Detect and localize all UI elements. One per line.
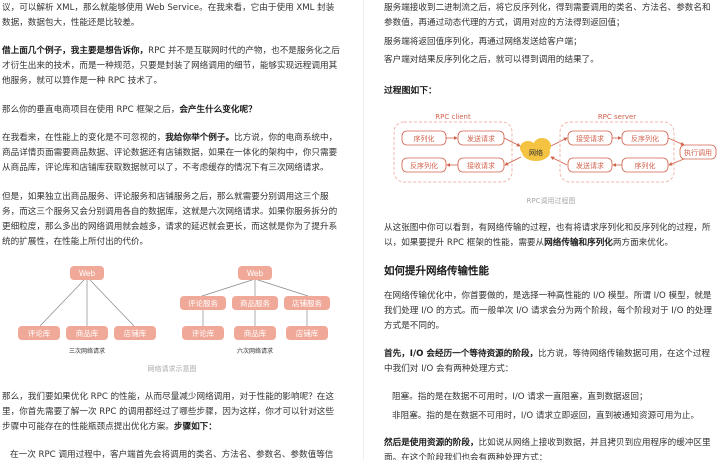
right-db-box-1 bbox=[182, 326, 224, 340]
right-paragraph-4: 从这张图中你可以看到，有网络传输的过程，也有将请求序列化和反序列化的过程，所以，… bbox=[384, 223, 711, 248]
server-box-send-label: 发送请求 bbox=[576, 161, 604, 170]
client-box-deserialize-label: 反序列化 bbox=[410, 161, 438, 170]
left-db-box-3 bbox=[114, 326, 156, 340]
six-request-label: 六次网络请求 bbox=[237, 347, 273, 355]
three-request-diagram: Web 评论库 商品库 店铺库 三次网络请求 bbox=[18, 266, 156, 355]
web-label-left: Web bbox=[79, 269, 96, 278]
client-label: RPC client bbox=[435, 113, 471, 121]
right-paragraph-8: 非阻塞。指的是在数据不可用时，I/O 请求立即返回，直到被通知资源可用为止。 bbox=[392, 411, 700, 421]
left-db-box-1 bbox=[18, 326, 60, 340]
right-db-label-3: 店铺库 bbox=[296, 328, 319, 338]
column-divider bbox=[363, 0, 364, 460]
web-box-right bbox=[238, 266, 272, 280]
left-db-box-2 bbox=[66, 326, 108, 340]
left-db-label-2: 商品库 bbox=[76, 328, 99, 338]
right-paragraph-3: 客户端对结果反序列化之后，就可以得到调用的结果了。 bbox=[384, 55, 599, 65]
right-paragraph-9: 然后是使用资源的阶段，比如说从网络上接收到数据，并且拷贝到应用程序的缓冲区里面。… bbox=[384, 438, 711, 460]
right-service-label-1: 评论服务 bbox=[188, 298, 218, 308]
left-paragraph-4: 在我看来，在性能上的变化是不可忽视的，我给你举个例子。比方说，你的电商系统中，商… bbox=[2, 133, 338, 173]
rpc-process-diagram: RPC client 序列化 发送请求 反序列化 接收请求 网络 RPC ser… bbox=[393, 113, 717, 183]
left-paragraph-3: 那么你的垂直电商项目在使用 RPC 框架之后，会产生什么变化呢？ bbox=[2, 105, 257, 115]
right-paragraph-2: 服务端将返回值序列化，再通过网络发送给客户端； bbox=[384, 37, 582, 47]
server-frame bbox=[559, 121, 675, 183]
web-label-right: Web bbox=[247, 269, 264, 278]
right-service-label-3: 店铺服务 bbox=[292, 298, 322, 308]
right-paragraph-6: 首先，I/O 会经历一个等待资源的阶段，比方说，等待网络传输数据可用，在这个过程… bbox=[384, 349, 711, 374]
right-column: 服务端接收到二进制流之后，将它反序列化，得到需要调用的类名、方法名、参数名和参数… bbox=[384, 0, 718, 460]
network-figure-caption: 网络请求示意图 bbox=[147, 365, 197, 373]
right-paragraph-7: 阻塞。指的是在数据不可用时，I/O 请求一直阻塞，直到数据返回； bbox=[392, 392, 648, 402]
left-db-label-1: 评论库 bbox=[28, 328, 51, 338]
web-box-left bbox=[70, 266, 104, 280]
client-box-serialize-label: 序列化 bbox=[414, 134, 435, 143]
right-db-label-1: 评论库 bbox=[192, 328, 215, 338]
network-request-figure: Web 评论库 商品库 店铺库 三次网络请求 Web 评论服务 商品服务 店铺服… bbox=[18, 266, 330, 355]
right-paragraph-5: 在网络传输优化中，你首要做的，是选择一种高性能的 I/O 模型。所谓 I/O 模… bbox=[384, 291, 712, 331]
server-label: RPC server bbox=[598, 113, 636, 121]
process-heading: 过程图如下： bbox=[384, 86, 437, 96]
server-box-deserialize-label: 反序列化 bbox=[631, 134, 659, 143]
client-box-send-label: 发送请求 bbox=[467, 134, 495, 143]
right-db-label-2: 商品库 bbox=[244, 328, 267, 338]
left-paragraph-1: 议，可以解析 XML，那么就能够使用 Web Service。在我来看，它由于使… bbox=[2, 3, 335, 28]
right-service-label-2: 商品服务 bbox=[240, 298, 270, 308]
right-service-box-2 bbox=[232, 296, 278, 310]
left-column: 议，可以解析 XML，那么就能够使用 Web Service。在我来看，它由于使… bbox=[2, 0, 342, 460]
left-paragraph-5: 但是，如果独立出商品服务、评论服务和店铺服务之后，那么就需要分别调用这三个服务，… bbox=[2, 192, 338, 247]
left-db-label-3: 店铺库 bbox=[124, 328, 147, 338]
right-db-box-3 bbox=[286, 326, 328, 340]
server-box-send bbox=[567, 157, 613, 173]
right-service-box-1 bbox=[180, 296, 226, 310]
left-paragraph-7: 在一次 RPC 调用过程中，客户端首先会将调用的类名、方法名、参数名、参数值等信 bbox=[10, 450, 334, 460]
three-request-label: 三次网络请求 bbox=[69, 347, 105, 355]
client-frame bbox=[393, 121, 513, 183]
exec-call-box bbox=[679, 144, 717, 160]
exec-call-label: 执行调用 bbox=[684, 148, 712, 157]
server-box-serialize-label: 序列化 bbox=[635, 161, 656, 170]
right-service-box-3 bbox=[284, 296, 330, 310]
network-section-heading: 如何提升网络传输性能 bbox=[384, 265, 489, 277]
process-figure-caption: RPC调用过程图 bbox=[526, 197, 576, 205]
server-box-receive-label: 接受请求 bbox=[576, 134, 604, 143]
left-paragraph-6: 那么，我们要如果优化 RPC 的性能，从而尽量减少网络调用，对于性能的影响呢？在… bbox=[2, 392, 334, 432]
right-paragraph-1: 服务端接收到二进制流之后，将它反序列化，得到需要调用的类名、方法名、参数名和参数… bbox=[384, 3, 711, 28]
left-paragraph-2: 借上面几个例子，我主要是想告诉你，RPC 并不是互联网时代的产物，也不是服务化之… bbox=[2, 46, 340, 86]
right-db-box-2 bbox=[234, 326, 276, 340]
client-box-deserialize bbox=[401, 157, 447, 173]
client-box-receive-label: 接收请求 bbox=[467, 161, 495, 170]
network-cloud: 网络 bbox=[520, 138, 551, 161]
six-request-diagram: Web 评论服务 商品服务 店铺服务 评论库 商品库 店铺库 六次网络请求 bbox=[180, 266, 330, 355]
network-label: 网络 bbox=[529, 148, 543, 157]
